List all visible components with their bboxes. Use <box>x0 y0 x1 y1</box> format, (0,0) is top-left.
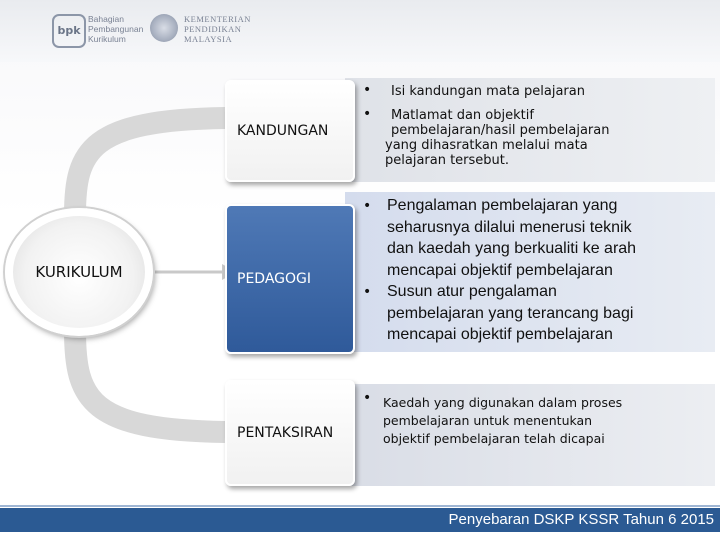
bpk-line: Kurikulum <box>88 34 126 44</box>
bpk-line: Bahagian <box>88 14 124 24</box>
kandungan-box: KANDUNGAN <box>225 80 355 182</box>
pentaksiran-details-panel: • Kaedah yang digunakan dalam proses pem… <box>345 384 715 486</box>
bpk-organization-name: Bahagian Pembangunan Kurikulum <box>88 14 143 44</box>
pedagogi-label: PEDAGOGI <box>237 271 311 287</box>
kpm-line: KEMENTERIAN <box>184 14 251 24</box>
bullet-icon: • <box>363 198 372 214</box>
pentaksiran-item-1: Kaedah yang digunakan dalam proses pembe… <box>383 394 622 448</box>
item-line: objektif pembelajaran telah dicapai <box>383 431 605 446</box>
pedagogi-item-1: Pengalaman pembelajaran yang seharusnya … <box>387 195 636 281</box>
kurikulum-circle: KURIKULUM <box>5 208 153 336</box>
kpm-line: MALAYSIA <box>184 34 233 44</box>
footer-divider <box>0 505 720 507</box>
item-line: yang dihasratkan melalui mata <box>385 138 588 153</box>
kpm-crest-logo <box>150 14 178 42</box>
kpm-organization-name: KEMENTERIAN PENDIDIKAN MALAYSIA <box>184 14 251 44</box>
item-line: Pengalaman pembelajaran yang <box>387 197 618 214</box>
item-line: Susun atur pengalaman <box>387 283 557 300</box>
bullet-icon: • <box>363 106 372 122</box>
item-line: pembelajaran yang terancang bagi <box>387 304 634 322</box>
bpk-line: Pembangunan <box>88 24 144 34</box>
pedagogi-item-2: Susun atur pengalaman pembelajaran yang … <box>387 281 633 346</box>
item-line: seharusnya dilalui menerusi teknik <box>387 218 632 236</box>
header-bar: bpk Bahagian Pembangunan Kurikulum KEMEN… <box>0 0 720 62</box>
item-line: mencapai objektif pembelajaran <box>387 326 613 343</box>
pedagogi-box: PEDAGOGI <box>225 204 355 354</box>
kandungan-item-2: Matlamat dan objektif pembelajaran/hasil… <box>385 108 610 168</box>
item-line: dan kaedah yang berkualiti ke arah <box>387 240 637 257</box>
kurikulum-label: KURIKULUM <box>35 263 123 281</box>
kandungan-item-1: Isi kandungan mata pelajaran <box>391 84 585 99</box>
item-line: Kaedah yang digunakan dalam proses <box>383 395 623 410</box>
pentaksiran-box: PENTAKSIRAN <box>225 380 355 486</box>
item-line: Isi kandungan mata pelajaran <box>391 84 585 99</box>
item-line: pelajaran tersebut. <box>385 153 510 168</box>
item-line: Matlamat dan objektif <box>391 108 534 123</box>
item-line: pembelajaran untuk menentukan <box>383 413 593 428</box>
kandungan-details-panel: • Isi kandungan mata pelajaran • Matlama… <box>345 78 715 182</box>
pentaksiran-label: PENTAKSIRAN <box>237 425 334 441</box>
footer-bar <box>0 508 720 532</box>
item-line: mencapai objektif pembelajaran <box>387 261 613 279</box>
pedagogi-details-panel: • Pengalaman pembelajaran yang seharusny… <box>345 192 715 352</box>
kandungan-label: KANDUNGAN <box>237 123 329 139</box>
bullet-icon: • <box>363 390 372 406</box>
item-line: pembelajaran/hasil pembelajaran <box>391 123 610 138</box>
kpm-line: PENDIDIKAN <box>184 24 242 34</box>
bpk-logo: bpk <box>52 14 86 48</box>
footer-text: Penyebaran DSKP KSSR Tahun 6 2015 <box>448 511 714 528</box>
bullet-icon: • <box>363 82 372 98</box>
bullet-icon: • <box>363 284 372 300</box>
